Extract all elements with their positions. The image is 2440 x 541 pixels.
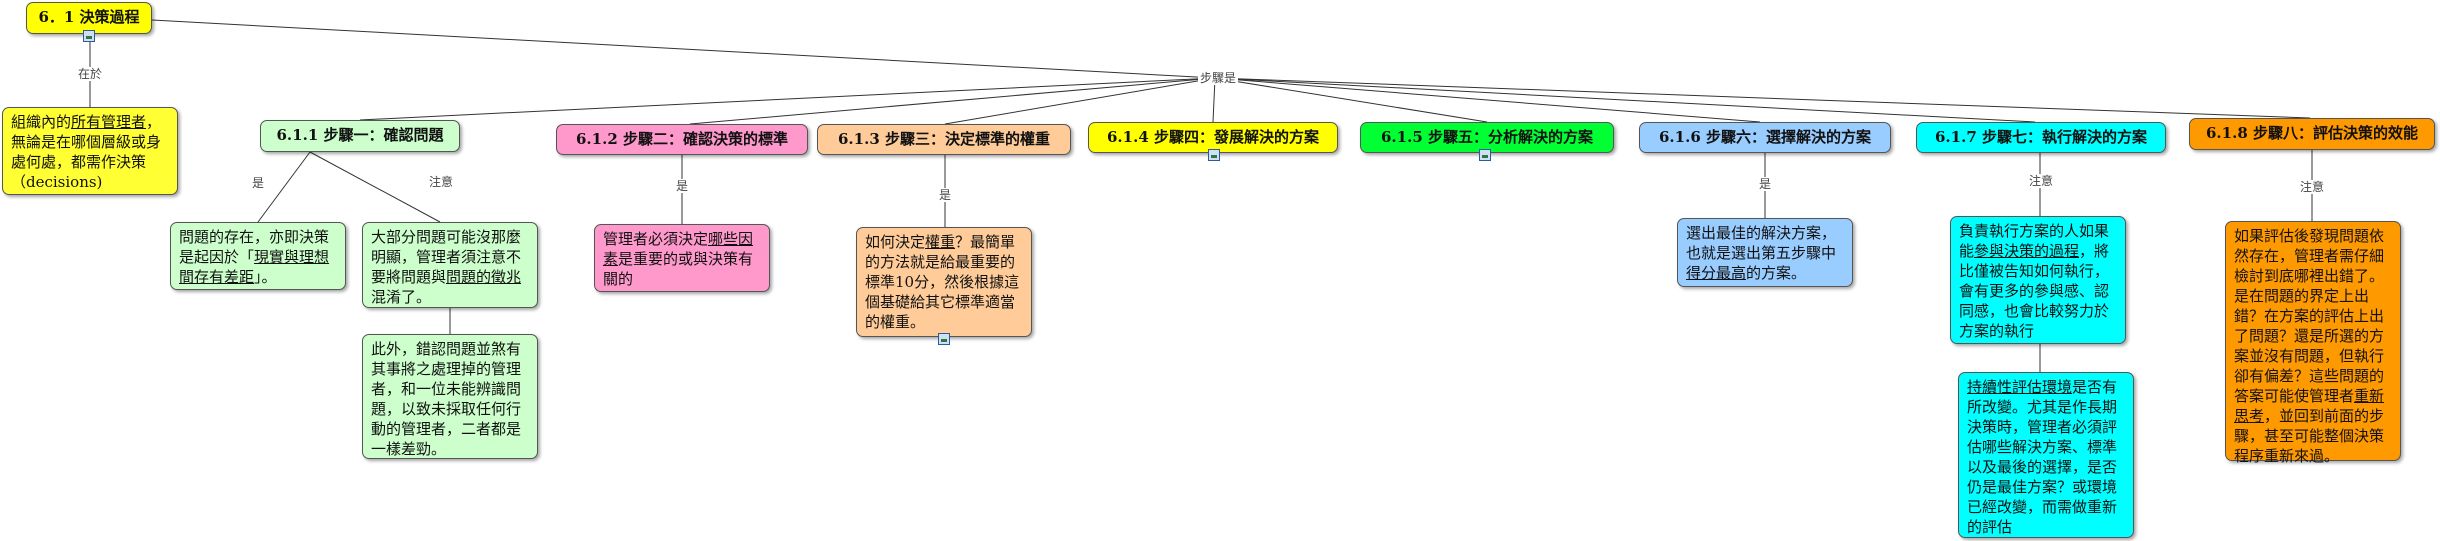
- link-label-note: 注意: [2297, 180, 2327, 194]
- intro-concept[interactable]: 組織內的所有管理者，無論是在哪個層級或身處何處，都需作決策（decisions): [2, 107, 178, 195]
- step-4-concept[interactable]: 6.1.4 步驟四：發展解決的方案: [1088, 122, 1338, 153]
- step-1-concept[interactable]: 6.1.1 步驟一：確認問題: [260, 120, 460, 152]
- note-text: ，將比僅被告知如何執行，會有更多的參與感、認同感，也會比較努力於方案的執行: [1959, 242, 2110, 340]
- note-highlight: 重新思考: [2234, 387, 2385, 425]
- step-3-concept[interactable]: 6.1.3 步驟三：決定標準的權重: [817, 124, 1071, 155]
- root-title: 6．1 決策過程: [38, 8, 140, 26]
- image-attachment-icon[interactable]: [1479, 149, 1491, 161]
- image-attachment-icon[interactable]: [938, 333, 950, 345]
- note-text: 是否有所改變。尤其是作長期決策時，管理者必須評估哪些解決方案、標準以及最後的選擇…: [1967, 378, 2118, 536]
- step-2-title: 6.1.2 步驟二：確認決策的標準: [576, 130, 788, 148]
- image-attachment-icon[interactable]: [1208, 149, 1220, 161]
- note-text: 大部分問題可能沒那麼明顯，管理者須注意不要將問題與: [371, 228, 522, 286]
- note-text: 管理者必須決定: [603, 230, 709, 248]
- step-2-concept[interactable]: 6.1.2 步驟二：確認決策的標準: [556, 124, 808, 155]
- link-label-is: 是: [249, 176, 267, 190]
- step-4-title: 6.1.4 步驟四：發展解決的方案: [1107, 128, 1319, 146]
- link-label-note: 注意: [2026, 174, 2056, 188]
- note-text: 的方案。: [1746, 264, 1807, 282]
- link-label-steps: 步驟是: [1197, 71, 1239, 85]
- note-highlight: 權重: [925, 233, 956, 251]
- link-label-is: 是: [673, 179, 691, 193]
- intro-text: ，無論是在哪個層級或身處何處，都需作決策（decisions): [11, 113, 162, 191]
- step-7-title: 6.1.7 步驟七：執行解決的方案: [1935, 128, 2147, 146]
- note-text: 」。: [254, 268, 277, 286]
- step-7-note-concept[interactable]: 負責執行方案的人如果能參與決策的過程，將比僅被告知如何執行，會有更多的參與感、認…: [1950, 216, 2126, 344]
- link-label-is: 是: [936, 188, 954, 202]
- note-text: 如果評估後發現問題依然存在，管理者需仔細檢討到底哪裡出錯了。是在問題的界定上出錯…: [2234, 227, 2385, 405]
- note-text: 是重要的或與決策有關的: [603, 250, 754, 288]
- note-highlight: 持續性評估環境: [1967, 378, 2073, 396]
- step-1-is-concept[interactable]: 問題的存在，亦即決策是起因於「現實與理想間存有差距」。: [170, 222, 346, 290]
- intro-text: 組織內的: [11, 113, 72, 131]
- link-label-note: 注意: [426, 175, 456, 189]
- note-text: 混淆了。: [371, 288, 432, 306]
- note-highlight: 問題的徵兆: [446, 268, 522, 286]
- note-text: ，並回到前面的步驟，甚至可能整個決策程序重新來過。: [2234, 407, 2385, 465]
- link-label-is: 是: [1756, 177, 1774, 191]
- note-text: 如何決定: [865, 233, 926, 251]
- step-6-concept[interactable]: 6.1.6 步驟六：選擇解決的方案: [1639, 122, 1891, 153]
- step-7-concept[interactable]: 6.1.7 步驟七：執行解決的方案: [1916, 122, 2166, 153]
- note-highlight: 參與決策的過程: [1974, 242, 2080, 260]
- step-5-concept[interactable]: 6.1.5 步驟五：分析解決的方案: [1360, 122, 1614, 153]
- step-1-title: 6.1.1 步驟一：確認問題: [276, 126, 444, 144]
- link-label-in: 在於: [75, 67, 105, 81]
- step-8-title: 6.1.8 步驟八：評估決策的效能: [2206, 124, 2418, 142]
- image-attachment-icon[interactable]: [83, 30, 95, 42]
- note-text: 選出最佳的解決方案，也就是選出第五步驟中: [1686, 224, 1837, 262]
- step-1-note-concept[interactable]: 大部分問題可能沒那麼明顯，管理者須注意不要將問題與問題的徵兆混淆了。: [362, 222, 538, 308]
- intro-highlight: 所有管理者: [71, 113, 147, 131]
- step-7-extra-concept[interactable]: 持續性評估環境是否有所改變。尤其是作長期決策時，管理者必須評估哪些解決方案、標準…: [1958, 372, 2134, 538]
- note-highlight: 現實與理想間存有差距: [179, 248, 330, 286]
- step-5-title: 6.1.5 步驟五：分析解決的方案: [1381, 128, 1593, 146]
- step-6-is-concept[interactable]: 選出最佳的解決方案，也就是選出第五步驟中得分最高的方案。: [1677, 218, 1853, 287]
- note-highlight: 得分最高: [1686, 264, 1747, 282]
- note-text: 問題的存在，亦即決策是起因於「: [179, 228, 330, 266]
- step-8-note-concept[interactable]: 如果評估後發現問題依然存在，管理者需仔細檢討到底哪裡出錯了。是在問題的界定上出錯…: [2225, 221, 2401, 465]
- note-text: 負責執行方案的人如果能: [1959, 222, 2110, 260]
- step-8-concept[interactable]: 6.1.8 步驟八：評估決策的效能: [2189, 118, 2435, 150]
- note-text: ？最簡單的方法就是給最重要的標準10分，然後根據這個基礎給其它標準適當的權重。: [865, 233, 1020, 331]
- note-text: 此外，錯認問題並煞有其事將之處理掉的管理者，和一位未能辨識問題，以致未採取任何行…: [371, 340, 522, 458]
- step-2-is-concept[interactable]: 管理者必須決定哪些因素是重要的或與決策有關的: [594, 224, 770, 292]
- step-3-title: 6.1.3 步驟三：決定標準的權重: [838, 130, 1050, 148]
- step-1-extra-concept[interactable]: 此外，錯認問題並煞有其事將之處理掉的管理者，和一位未能辨識問題，以致未採取任何行…: [362, 334, 538, 459]
- note-highlight: 哪些因素: [603, 230, 754, 268]
- step-6-title: 6.1.6 步驟六：選擇解決的方案: [1659, 128, 1871, 146]
- step-3-is-concept[interactable]: 如何決定權重？最簡單的方法就是給最重要的標準10分，然後根據這個基礎給其它標準適…: [856, 227, 1032, 337]
